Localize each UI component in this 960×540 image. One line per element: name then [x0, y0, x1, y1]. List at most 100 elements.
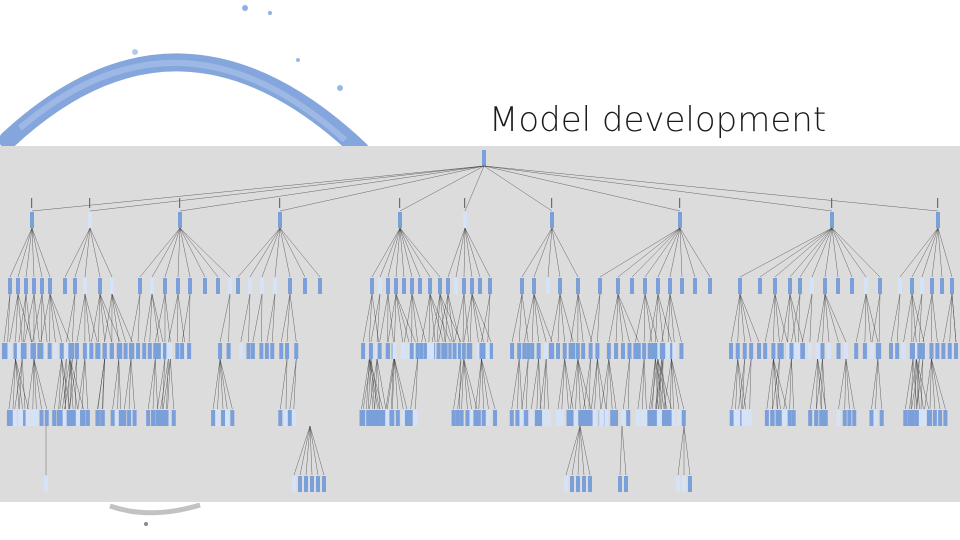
- tree-node: [438, 278, 442, 294]
- tree-node: [166, 343, 170, 359]
- tree-edge: [620, 426, 622, 475]
- tree-edge: [448, 294, 460, 342]
- tree-edge: [59, 359, 62, 409]
- tree-node: [626, 410, 630, 426]
- tree-node: [788, 278, 792, 294]
- tree-edge: [534, 294, 539, 342]
- tree-node: [653, 343, 657, 359]
- tree-node: [367, 410, 371, 426]
- tree-node: [110, 343, 114, 359]
- tree-edge: [560, 294, 573, 342]
- tree-edge: [178, 294, 185, 342]
- tree-node: [53, 343, 57, 359]
- tree-node: [810, 278, 814, 294]
- tree-node: [16, 278, 20, 294]
- tree-node: [270, 343, 274, 359]
- tree-edge: [522, 294, 528, 342]
- tree-node: [259, 343, 263, 359]
- tree-node: [402, 278, 406, 294]
- tree-node: [954, 343, 958, 359]
- tree-edge: [430, 294, 435, 342]
- tree-node: [413, 410, 417, 426]
- tree-edge: [448, 228, 465, 277]
- tree-edge: [475, 359, 481, 409]
- tree-node: [279, 343, 283, 359]
- tree-node: [919, 410, 923, 426]
- tree-edge: [618, 228, 680, 277]
- tree-node: [32, 278, 36, 294]
- tree-node: [322, 476, 326, 492]
- tree-node: [672, 410, 676, 426]
- tree-edge: [773, 359, 780, 409]
- tree-node: [688, 476, 692, 492]
- tree-node: [110, 278, 114, 294]
- tree-node: [792, 410, 796, 426]
- tree-edge: [178, 228, 180, 277]
- tree-node: [470, 410, 474, 426]
- tree-edge: [912, 228, 938, 277]
- tree-node: [642, 343, 646, 359]
- tree-node: [453, 343, 457, 359]
- tree-edge: [609, 294, 618, 342]
- tree-node: [175, 343, 179, 359]
- tree-node: [844, 343, 848, 359]
- tree-node: [589, 343, 593, 359]
- tree-node: [581, 343, 585, 359]
- tree-edge: [400, 228, 430, 277]
- tree-node: [823, 278, 827, 294]
- tree-edge: [622, 426, 626, 475]
- tree-edge: [580, 426, 590, 475]
- tree-node: [17, 410, 21, 426]
- tree-edge: [32, 228, 50, 277]
- tree-edge: [138, 294, 140, 342]
- tree-node: [643, 278, 647, 294]
- tree-edge: [140, 228, 180, 277]
- tree-edge: [678, 426, 684, 475]
- tree-node: [478, 278, 482, 294]
- tree-edge: [790, 294, 803, 342]
- tree-edge: [220, 359, 223, 409]
- tree-node: [122, 410, 126, 426]
- tree-node: [679, 343, 683, 359]
- tree-edge: [484, 166, 680, 211]
- tree-node: [708, 278, 712, 294]
- tree-node: [529, 410, 533, 426]
- tree-edge: [856, 294, 866, 342]
- tree-edge: [825, 294, 846, 342]
- tree-node: [410, 343, 414, 359]
- tree-edge: [802, 294, 812, 342]
- tree-edge: [878, 359, 882, 409]
- tree-node: [680, 278, 684, 294]
- tree-edge: [609, 359, 616, 409]
- tree-node: [621, 343, 625, 359]
- tree-node: [576, 343, 580, 359]
- tree-node: [542, 410, 546, 426]
- tree-edge: [155, 359, 157, 409]
- tree-edge: [294, 359, 296, 409]
- tree-node: [7, 343, 11, 359]
- tree-node: [163, 343, 167, 359]
- tree-node: [693, 278, 697, 294]
- tree-node: [416, 343, 420, 359]
- tree-node: [850, 278, 854, 294]
- tree-edge: [440, 294, 445, 342]
- tree-edge: [189, 294, 190, 342]
- tree-node: [96, 343, 100, 359]
- tree-node: [614, 410, 618, 426]
- tree-edge: [470, 294, 472, 342]
- tree-node: [58, 410, 62, 426]
- tree-edge: [923, 294, 932, 342]
- tree-edge: [632, 228, 680, 277]
- tree-node: [798, 278, 802, 294]
- tree-edge: [165, 228, 180, 277]
- tree-node: [136, 343, 140, 359]
- tree-edge: [429, 294, 430, 342]
- tree-node: [570, 476, 574, 492]
- tree-node: [911, 343, 915, 359]
- tree-edge: [380, 294, 388, 342]
- tree-edge: [422, 294, 430, 342]
- tree-node: [664, 410, 668, 426]
- tree-edge: [551, 294, 560, 342]
- tree-edge: [791, 359, 793, 409]
- tree-edge: [13, 359, 16, 409]
